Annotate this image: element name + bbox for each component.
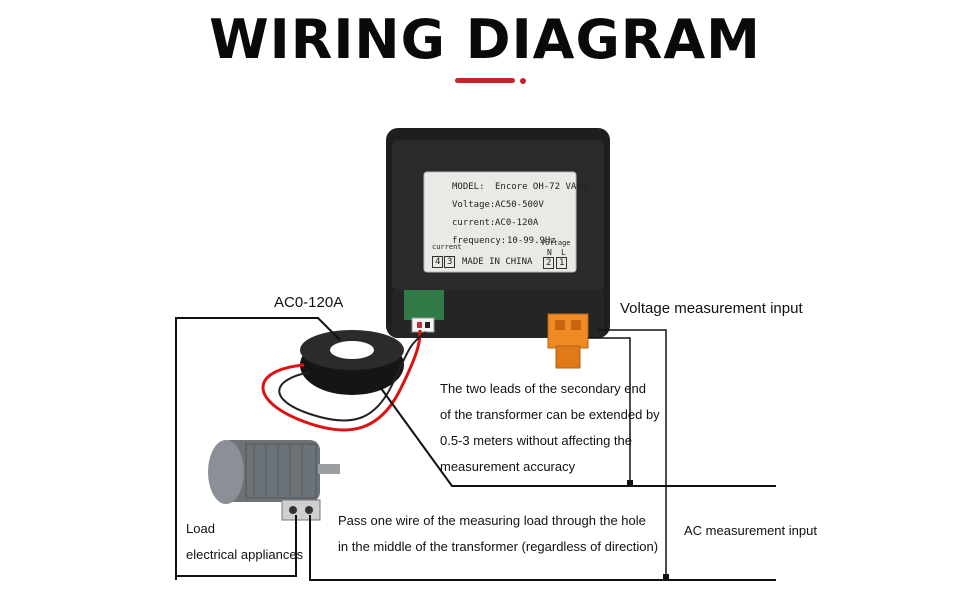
load-wire-through-ct bbox=[374, 379, 776, 487]
plate-made-in: MADE IN CHINA bbox=[462, 257, 533, 267]
meter-unit bbox=[386, 128, 610, 338]
load-label: Load electrical appliances bbox=[186, 516, 303, 568]
plate-current-value: AC0-120A bbox=[495, 218, 539, 228]
voltage-terminal-block bbox=[547, 313, 589, 369]
plate-model-label: MODEL: bbox=[452, 182, 485, 192]
load-label-line-1: Load bbox=[186, 521, 215, 536]
load-wire-left bbox=[175, 317, 341, 580]
load-label-line-2: electrical appliances bbox=[186, 547, 304, 562]
plate-voltage-letter-l: L bbox=[561, 248, 566, 257]
meter-label-plate bbox=[423, 171, 577, 273]
page-title: WIRING DIAGRAM bbox=[209, 8, 761, 71]
ct-connector bbox=[411, 317, 435, 333]
voltage-input-label: Voltage measurement input bbox=[620, 300, 803, 317]
pass-wire-note-line-2: in the middle of the transformer (regard… bbox=[338, 539, 659, 554]
pass-wire-note: Pass one wire of the measuring load thro… bbox=[338, 508, 658, 560]
voltage-lead-l bbox=[588, 337, 631, 482]
ct-red-lead bbox=[261, 329, 422, 432]
secondary-note-line-1: The two leads of the secondary end bbox=[440, 381, 646, 396]
plate-current-label: current: bbox=[452, 218, 496, 228]
plate-voltage-label: Voltage: bbox=[452, 200, 496, 210]
motor-load bbox=[208, 440, 340, 521]
plate-current-terminal-2: 3 bbox=[444, 256, 456, 268]
secondary-note-line-3: 0.5-3 meters without affecting the bbox=[440, 433, 632, 448]
secondary-note-line-2: of the transformer can be extended by bbox=[440, 407, 660, 422]
plate-voltage-terminal-label: Voltage bbox=[541, 239, 571, 247]
plate-voltage-value: AC50-500V bbox=[495, 200, 544, 210]
plate-frequency-label: frequency: bbox=[452, 236, 507, 246]
load-lead-1 bbox=[176, 515, 297, 577]
pcb-board bbox=[404, 290, 444, 320]
secondary-note: The two leads of the secondary end of th… bbox=[440, 376, 660, 480]
ac-input-label: AC measurement input bbox=[684, 523, 817, 538]
load-lead-2 bbox=[309, 515, 776, 581]
plate-frequency-value: 10-99.9Hz bbox=[507, 236, 556, 246]
ct-black-lead bbox=[278, 331, 427, 422]
plate-model-value: Encore OH-72 VAHz bbox=[495, 182, 588, 192]
pass-wire-note-line-1: Pass one wire of the measuring load thro… bbox=[338, 513, 646, 528]
title-underline bbox=[455, 78, 515, 83]
plate-voltage-terminal-1: 2 bbox=[543, 257, 555, 269]
voltage-lead-n bbox=[598, 329, 667, 578]
title-dot bbox=[520, 78, 526, 84]
plate-current-terminal-label: current bbox=[432, 243, 462, 251]
secondary-note-line-4: measurement accuracy bbox=[440, 459, 576, 474]
plate-voltage-terminal-2: 1 bbox=[556, 257, 568, 269]
plate-current-terminal-1: 4 bbox=[432, 256, 444, 268]
ct-rating-label: AC0-120A bbox=[274, 294, 344, 311]
current-transformer bbox=[300, 330, 404, 395]
plate-voltage-letter-n: N bbox=[547, 248, 552, 257]
